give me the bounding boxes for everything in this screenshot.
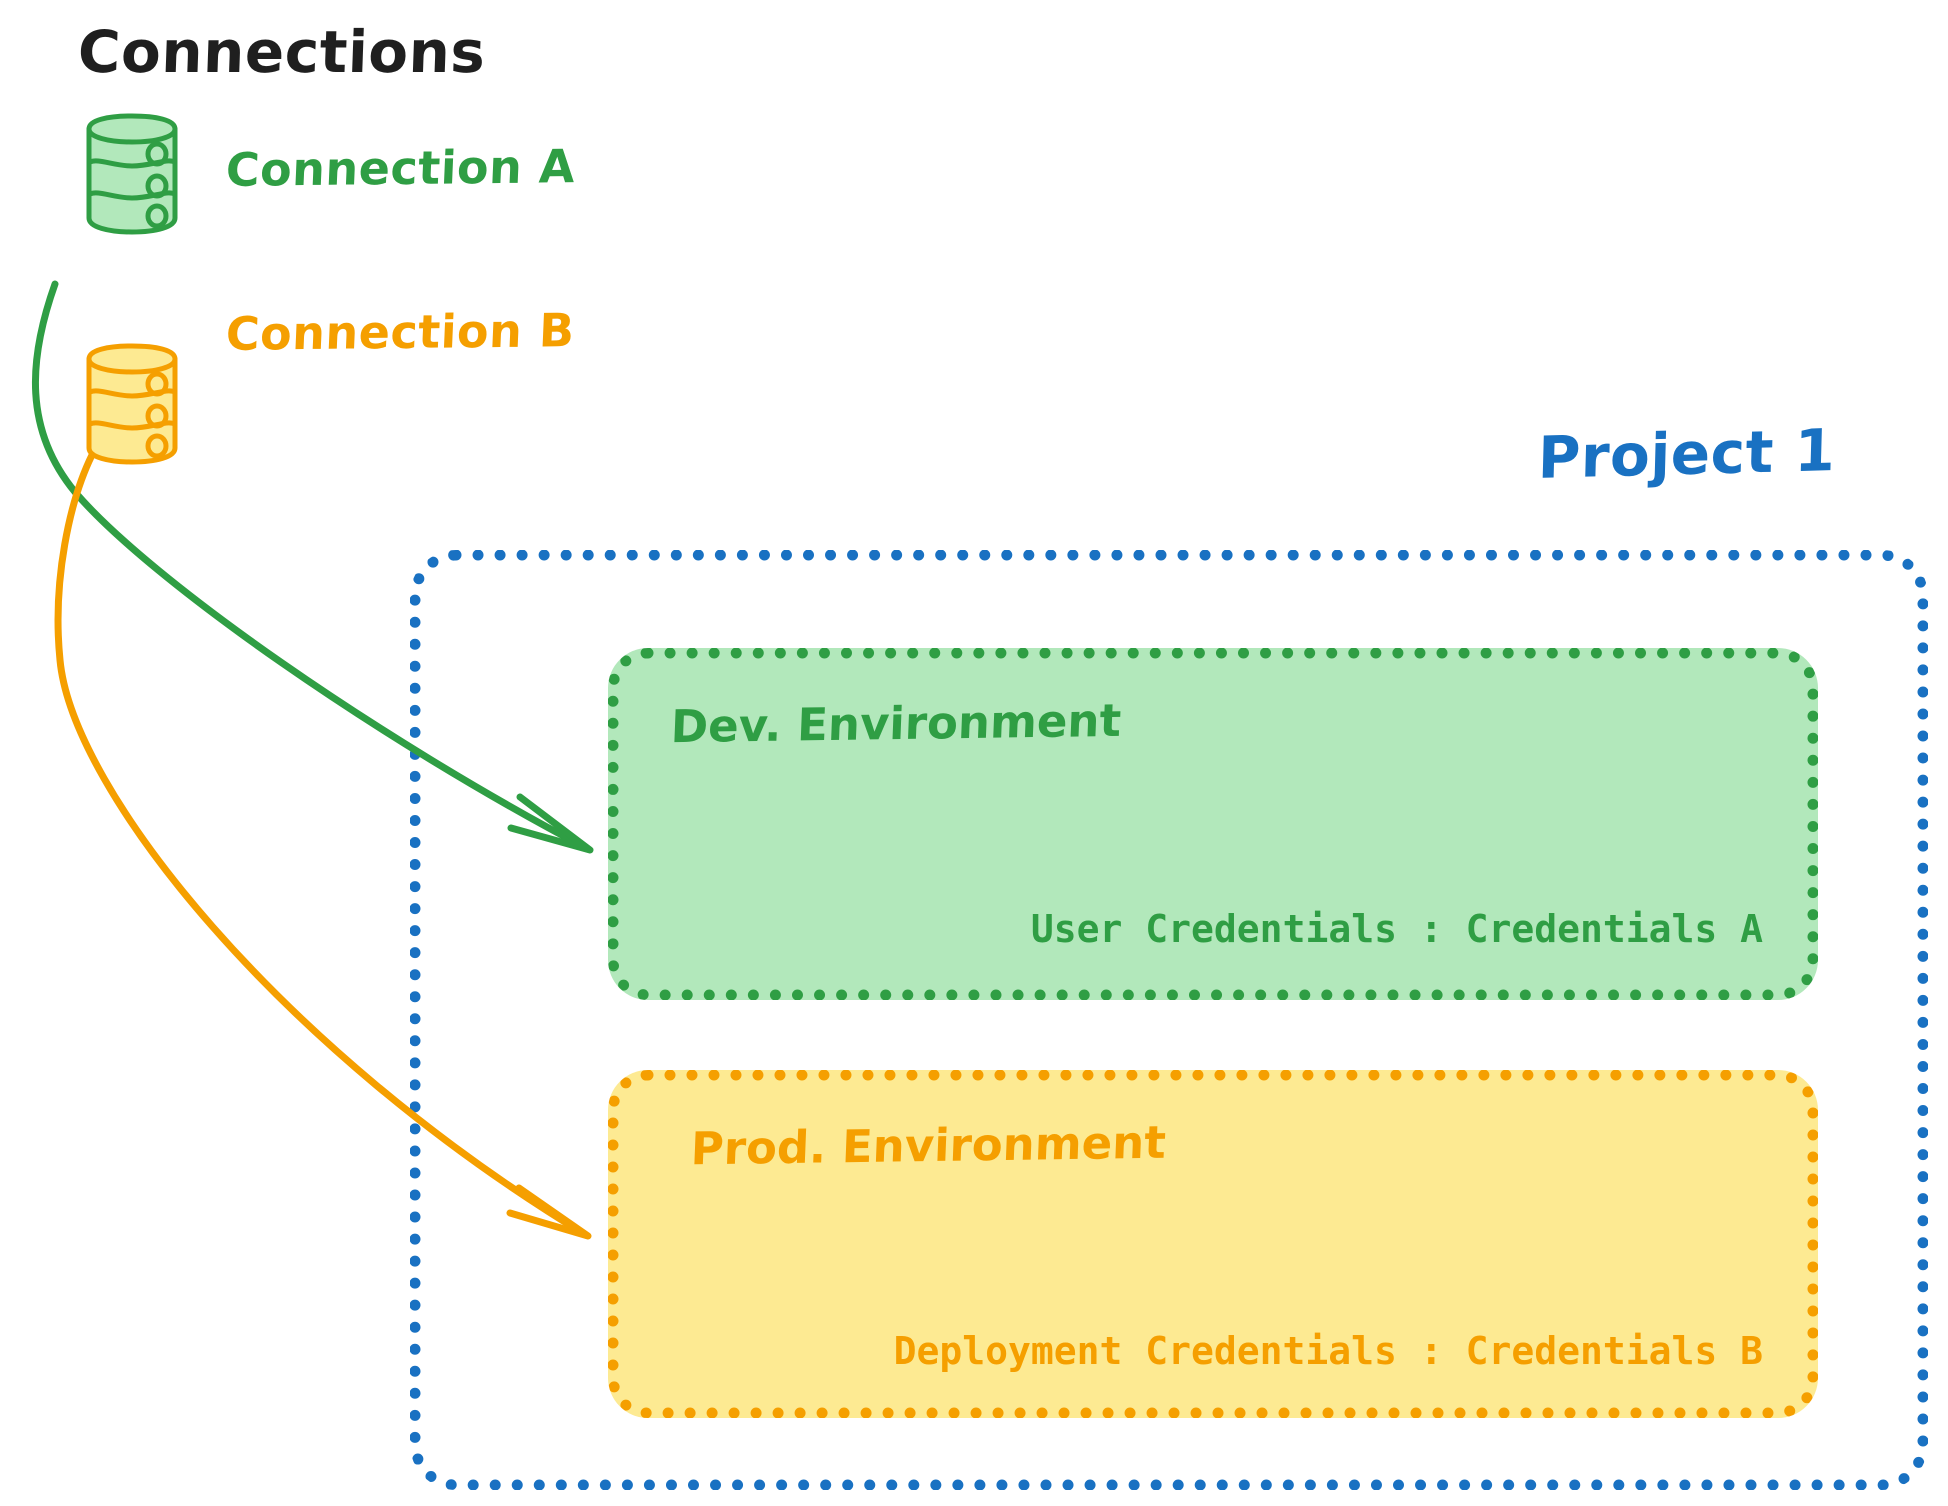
prod-environment-title: Prod. Environment	[689, 1115, 1167, 1176]
project-label: Project 1	[1536, 416, 1837, 492]
prod-environment-credentials: Deployment Credentials : Credentials B	[893, 1329, 1763, 1373]
prod-environment-box[interactable]: Prod. Environment Deployment Credentials…	[608, 1070, 1818, 1418]
database-icon-connection-a[interactable]	[80, 110, 190, 240]
dev-environment-title: Dev. Environment	[669, 693, 1123, 754]
dev-environment-box[interactable]: Dev. Environment User Credentials : Cred…	[608, 648, 1818, 1000]
connection-a-label: Connection A	[224, 139, 577, 197]
connection-b-label: Connection B	[224, 303, 576, 361]
database-icon-connection-b[interactable]	[80, 340, 190, 470]
dev-environment-credentials: User Credentials : Credentials A	[1030, 907, 1763, 951]
page-title: Connections	[76, 18, 487, 86]
